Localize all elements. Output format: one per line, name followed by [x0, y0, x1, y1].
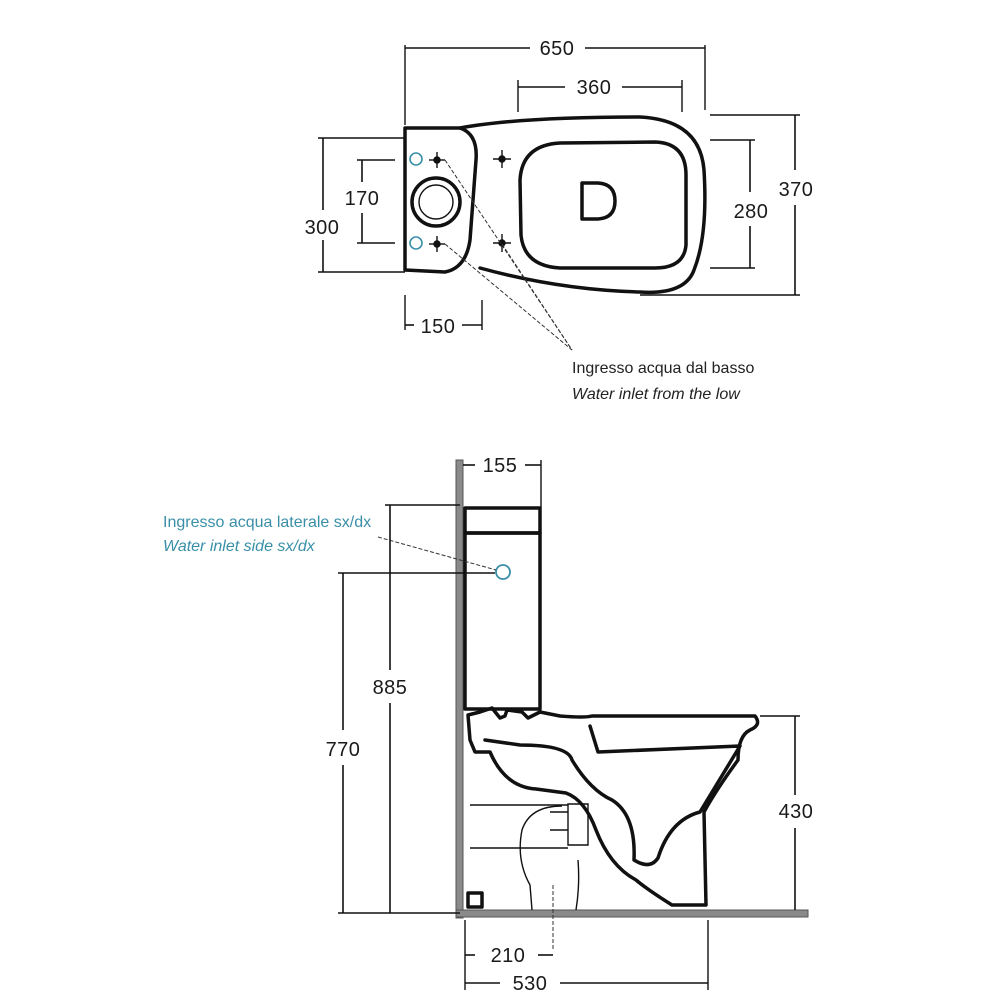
- dim-line-170: [357, 159, 395, 244]
- note-inlet-side-en: Water inlet side sx/dx: [163, 538, 316, 555]
- tank-body-side: [463, 531, 542, 711]
- dim-label-300: 300: [305, 217, 340, 239]
- dim-line-430: [760, 715, 800, 910]
- seat-opening-top: [518, 140, 688, 270]
- bowl-trap-inner: [483, 724, 742, 867]
- dim-line-650: [404, 45, 706, 125]
- top-view: 650 360 370 280: [305, 38, 814, 403]
- dim-label-885: 885: [373, 677, 408, 699]
- floor: [455, 909, 809, 918]
- dim-line-530: [465, 920, 709, 990]
- dim-label-430: 430: [779, 801, 814, 823]
- water-inlet-side: [495, 564, 511, 580]
- dim-label-150: 150: [421, 316, 456, 338]
- inlet-leader-side: [377, 536, 497, 571]
- dim-line-150: [404, 295, 483, 330]
- tank-outline-top: [403, 126, 478, 274]
- side-view: 155 Ingresso acqua laterale sx/dx Water …: [163, 455, 813, 995]
- dim-label-650: 650: [540, 38, 575, 60]
- water-inlet-top-1: [409, 152, 423, 166]
- dim-line-300: [318, 137, 405, 273]
- fixing-crosses-top: [429, 150, 511, 252]
- tank-lid-side: [463, 506, 542, 535]
- dim-line-280: [710, 139, 755, 269]
- dim-label-370: 370: [779, 179, 814, 201]
- dim-line-370: [640, 114, 800, 296]
- wall: [455, 459, 464, 919]
- dim-line-210: [464, 920, 553, 990]
- bowl-outline-top: [458, 115, 707, 295]
- dim-label-360: 360: [577, 77, 612, 99]
- water-inlet-top-2: [409, 236, 423, 250]
- flush-button-outer: [410, 176, 462, 228]
- note-inlet-side-it: Ingresso acqua laterale sx/dx: [163, 514, 371, 531]
- bowl-outline-side: [466, 706, 760, 907]
- note-inlet-bottom-en: Water inlet from the low: [572, 386, 741, 403]
- dim-label-530: 530: [513, 973, 548, 995]
- dim-label-170: 170: [345, 188, 380, 210]
- dim-label-210: 210: [491, 945, 526, 967]
- outlet-pipe: [550, 803, 589, 846]
- dim-label-155: 155: [483, 455, 518, 477]
- note-inlet-bottom-it: Ingresso acqua dal basso: [572, 360, 754, 377]
- drain-mark-top: [580, 181, 617, 221]
- floor-bracket: [466, 891, 484, 909]
- dim-line-885: [385, 504, 460, 914]
- dim-line-770: [338, 572, 495, 914]
- dim-line-155: [463, 460, 542, 508]
- flush-button-inner: [418, 184, 454, 220]
- inlet-leader-top: [444, 159, 573, 351]
- dim-line-360: [517, 80, 683, 112]
- dim-label-280: 280: [734, 201, 769, 223]
- dim-label-770: 770: [326, 739, 361, 761]
- outlet-bend: [519, 805, 580, 911]
